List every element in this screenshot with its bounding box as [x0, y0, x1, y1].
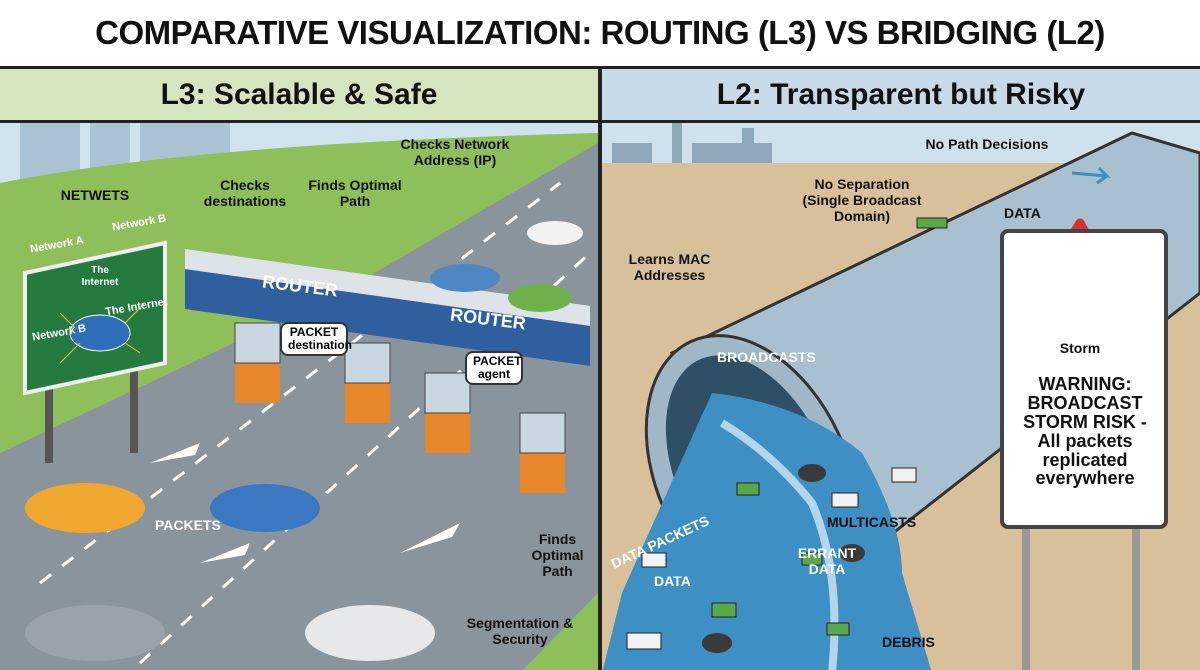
- label-learns-mac: Learns MAC Addresses: [628, 251, 711, 284]
- label-data-bottom: DATA: [654, 573, 691, 589]
- label-segmentation-security: Segmentation & Security: [466, 615, 574, 648]
- bubble-packet-destination: PACKET destination: [280, 322, 352, 357]
- l2-heading: L2: Transparent but Risky: [602, 69, 1200, 123]
- label-finds-optimal-path-bottom: Finds Optimal Path: [531, 531, 584, 580]
- cars: [25, 221, 583, 661]
- warning-sign: [1000, 229, 1168, 529]
- label-errant-data: ERRANT DATA: [797, 545, 857, 578]
- label-packets: PACKETS: [155, 517, 221, 533]
- label-netwets: NETWETS: [60, 187, 130, 203]
- page-title: COMPARATIVE VISUALIZATION: ROUTING (L3) …: [95, 14, 1105, 51]
- label-no-separation: No Separation (Single Broadcast Domain): [802, 176, 922, 225]
- label-broadcasts: BROADCASTS: [717, 349, 816, 365]
- sign-warning-text: WARNING: BROADCAST STORM RISK - All pack…: [1023, 374, 1147, 489]
- factory-skyline: [612, 123, 772, 163]
- l2-panel: L2: Transparent but Risky Storm WARNING:…: [602, 66, 1200, 670]
- label-no-path-decisions: No Path Decisions: [925, 136, 1049, 152]
- label-finds-optimal-path-top: Finds Optimal Path: [308, 177, 402, 210]
- billboard-internet-center: The Internet: [81, 265, 119, 288]
- highway-toll-illustration: [0, 123, 598, 670]
- sign-storm-text: Storm: [1059, 340, 1101, 356]
- panel-divider: [598, 66, 602, 670]
- l3-heading: L3: Scalable & Safe: [0, 69, 598, 123]
- label-data-top: DATA: [1004, 205, 1041, 221]
- label-multicasts: MULTICASTS: [827, 514, 917, 530]
- label-checks-destinations: Checks destinations: [203, 177, 287, 210]
- label-debris: DEBRIS: [882, 634, 935, 650]
- label-checks-network-address: Checks Network Address (IP): [400, 136, 510, 169]
- bubble-packet-agent: PACKET agent: [465, 351, 523, 386]
- l3-panel: L3: Scalable & Safe Checks Network Addre…: [0, 66, 598, 670]
